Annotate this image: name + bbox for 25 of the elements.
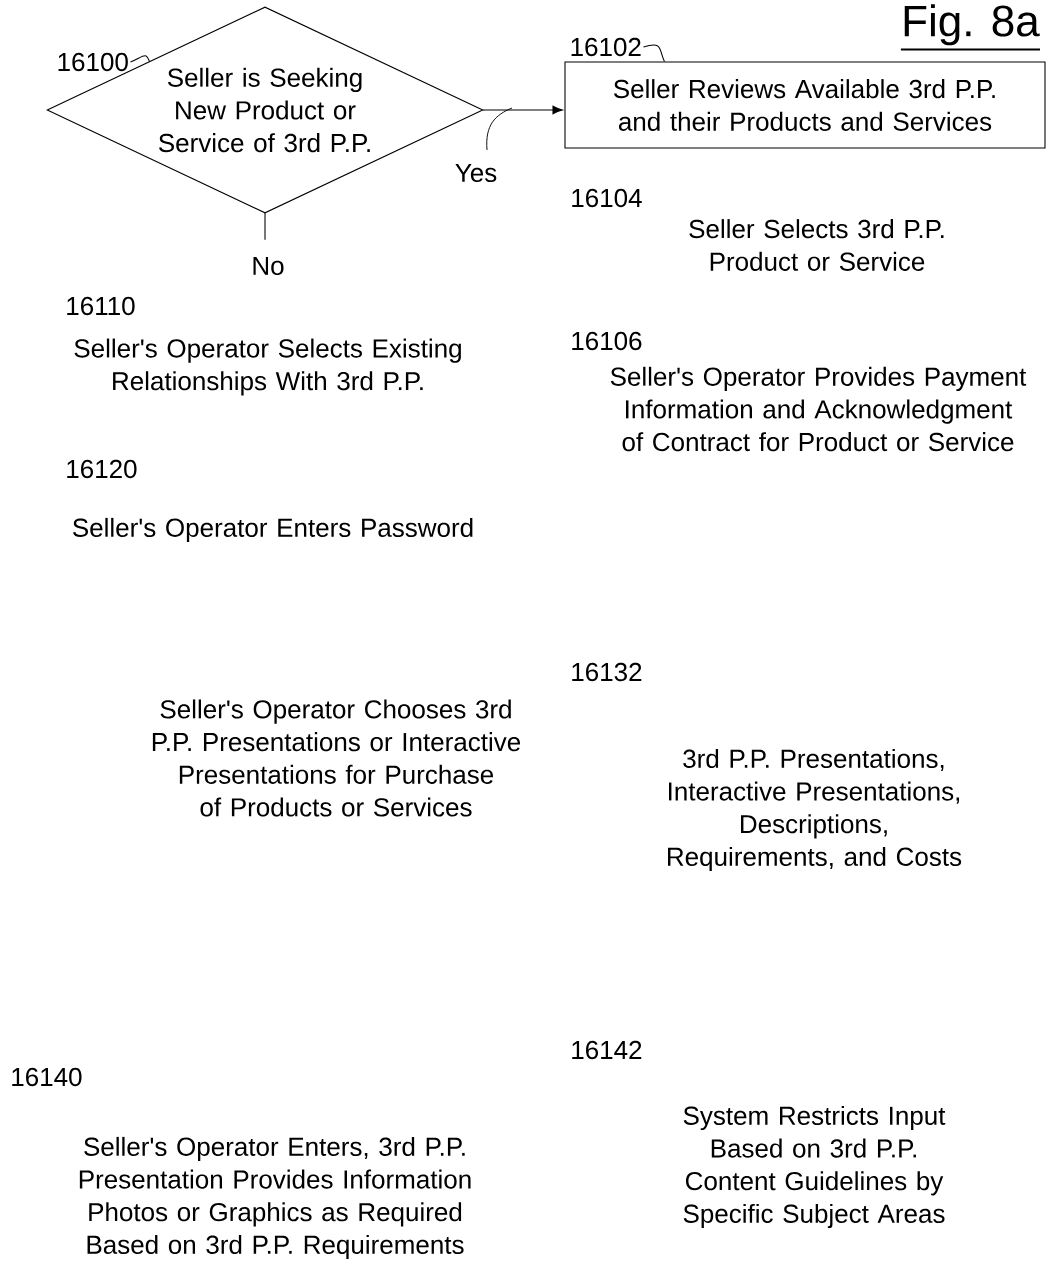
line bbox=[264, 212, 266, 241]
callout-number: 16140 bbox=[12, 1067, 82, 1087]
step-text: Seller's Operator Chooses 3rd P.P. Presentations or Interactive Presentations for Purchase of Products or Services bbox=[152, 699, 521, 817]
edge-label: Yes bbox=[455, 107, 513, 183]
callout-number: 16120 bbox=[67, 459, 137, 479]
step-text: 3rd P.P. Presentations, Interactive Presentations, Descriptions, Requirements, and Costs bbox=[668, 748, 962, 872]
figure-title: Fig. 8a bbox=[904, 4, 1040, 46]
edge-label: No bbox=[253, 256, 284, 276]
callout-number: 16104 bbox=[572, 188, 642, 208]
callout-number: 16106 bbox=[572, 331, 642, 351]
step-text: Seller Selects 3rd P.P. Product or Service bbox=[689, 219, 944, 271]
leader-line bbox=[642, 44, 665, 62]
step-text: Seller's Operator Provides Payment Information and Acknowledgment of Contract for Product or Service bbox=[610, 366, 1027, 452]
reference-number: 16102 bbox=[571, 37, 641, 57]
step-text: Seller's Operator Selects Existing Relationships With 3rd P.P. bbox=[74, 338, 461, 396]
callout-number: 16132 bbox=[572, 662, 642, 682]
leader-line bbox=[129, 55, 151, 63]
callout-number: 16142 bbox=[572, 1040, 642, 1060]
callout-number: 16110 bbox=[67, 296, 135, 316]
step-text: System Restricts Input Based on 3rd P.P. Content Guidelines by Specific Subject Areas bbox=[683, 1105, 946, 1229]
step-text: Seller's Operator Enters, 3rd P.P. Presentation Provides Information Photos or Graphics as Required Based on 3rd P.P. Requirements bbox=[79, 1136, 471, 1260]
reference-number: 16100 bbox=[58, 52, 128, 72]
process-box: Seller Reviews Available 3rd P.P. and their Products and Services bbox=[564, 61, 1046, 149]
step-text: Seller's Operator Enters Password bbox=[73, 517, 473, 543]
arrow bbox=[482, 105, 563, 115]
